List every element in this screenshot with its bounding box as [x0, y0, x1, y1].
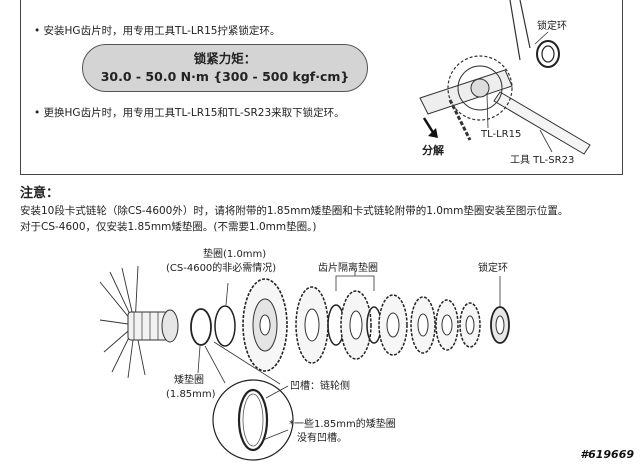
replace-instruction: • 更换HG齿片时，用专用工具TL-LR15和TL-SR23来取下锁定环。 [34, 107, 345, 119]
label-tl-sr23: 工具 TL-SR23 [510, 155, 575, 166]
install-instruction: • 安装HG齿片时，用专用工具TL-LR15拧紧锁定环。 [34, 25, 281, 37]
torque-title: 锁紧力矩： [193, 51, 257, 66]
note-line-1: 安装10段卡式链轮（除CS-4600外）时，请将附带的1.85mm矮垫圈和卡式链… [20, 205, 569, 217]
label-disassemble: 分解 [422, 144, 444, 157]
torque-value: 30.0 - 50.0 N·m {300 - 500 kgf·cm} [100, 69, 350, 84]
label-spacer-1mm: 垫圈(1.0mm) [203, 249, 267, 260]
label-lockring-top: 锁定环 [537, 21, 567, 32]
torque-spec-box: 锁紧力矩： 30.0 - 50.0 N·m {300 - 500 kgf·cm} [82, 44, 368, 92]
note-heading: 注意： [20, 186, 60, 201]
label-spacer-1mm-note: (CS-4600的非必需情况) [166, 263, 277, 274]
footnote-line-1: *一些1.85mm的矮垫圈 [289, 419, 396, 430]
label-groove: 凹槽：链轮侧 [290, 381, 350, 392]
note-line-2: 对于CS-4600，仅安装1.85mm矮垫圈。(不需要1.0mm垫圈。) [20, 221, 317, 233]
footnote-line-2: 没有凹槽。 [297, 433, 347, 444]
instruction-box [20, 0, 623, 175]
label-low-spacer: 矮垫圈 [174, 375, 204, 386]
watermark: #619669 [580, 448, 634, 461]
label-lockring: 锁定环 [478, 263, 508, 274]
label-tl-lr15: TL-LR15 [481, 129, 522, 140]
label-sprocket-spacer: 齿片隔离垫圈 [318, 263, 378, 274]
label-low-spacer-size: (1.85mm) [166, 389, 216, 400]
